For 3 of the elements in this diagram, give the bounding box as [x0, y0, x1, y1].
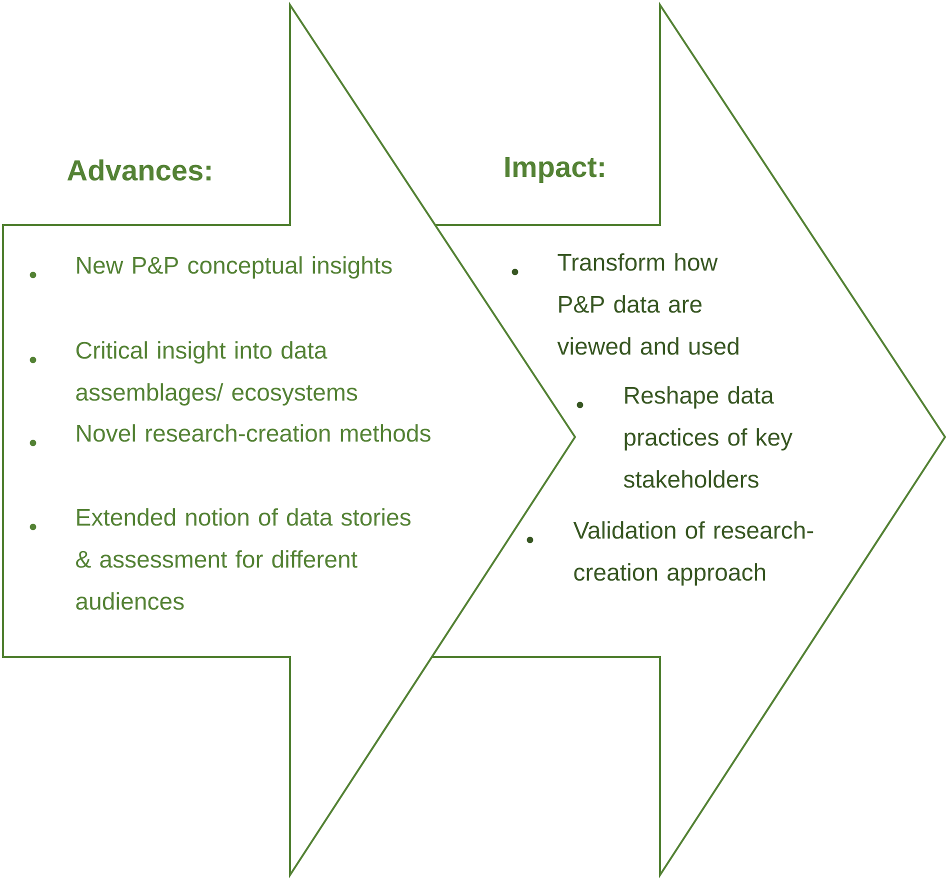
bullet-text: Validation of research-creation approach [573, 521, 814, 586]
bullet-text: Transform how P&P data are viewed and used [557, 253, 738, 355]
bullet-text: Reshape data practices of key stakeholders [624, 386, 793, 488]
